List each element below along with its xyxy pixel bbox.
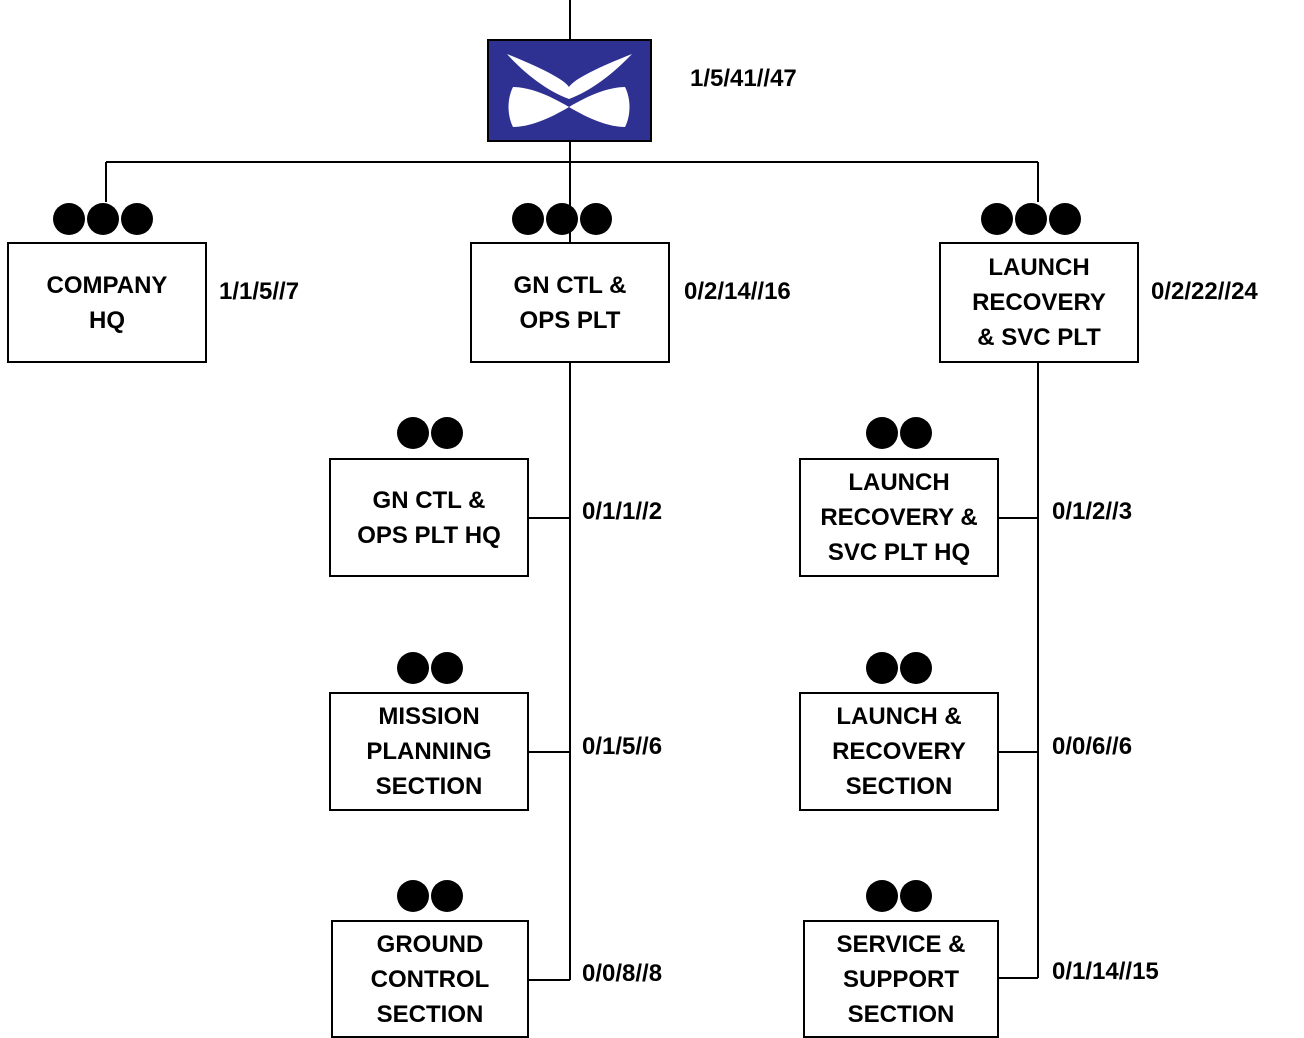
echelon-dot <box>431 652 463 684</box>
unit-label: GN CTL & OPS PLT HQ <box>357 486 501 549</box>
echelon-dot <box>431 417 463 449</box>
echelon-dot <box>546 203 578 235</box>
section-echelon-icon <box>397 417 463 449</box>
unit-label: SERVICE & SUPPORT SECTION <box>836 930 966 1028</box>
echelon-dot <box>900 880 932 912</box>
unit-label: GROUND CONTROL SECTION <box>370 930 490 1028</box>
launch-recovery-section-strength: 0/0/6//6 <box>1052 733 1133 760</box>
gn-ctl-ops-plt-strength: 0/2/14//16 <box>684 278 791 305</box>
unit-label: COMPANY HQ <box>46 271 168 334</box>
echelon-dot <box>397 417 429 449</box>
section-echelon-icon <box>397 880 463 912</box>
company-strength: 1/5/41//47 <box>690 65 797 92</box>
ground-control-section-strength: 0/0/8//8 <box>582 960 663 987</box>
platoon-echelon-icon <box>512 203 612 235</box>
echelon-dot <box>121 203 153 235</box>
service-support-section-strength: 0/1/14//15 <box>1052 958 1159 985</box>
section-echelon-icon <box>397 652 463 684</box>
echelon-dot <box>866 880 898 912</box>
echelon-dot <box>900 652 932 684</box>
echelon-dot <box>866 652 898 684</box>
mission-planning-section-strength: 0/1/5//6 <box>582 733 663 760</box>
launch-recovery-section-box: LAUNCH & RECOVERY SECTION <box>799 692 999 811</box>
echelon-dot <box>900 417 932 449</box>
echelon-dot <box>397 880 429 912</box>
company-unit-symbol <box>487 39 652 142</box>
echelon-dot <box>580 203 612 235</box>
launch-recovery-svc-plt-strength: 0/2/22//24 <box>1151 278 1258 305</box>
platoon-echelon-icon <box>981 203 1081 235</box>
echelon-dot <box>1015 203 1047 235</box>
echelon-dot <box>431 880 463 912</box>
unit-label: LAUNCH RECOVERY & SVC PLT HQ <box>820 469 978 566</box>
echelon-dot <box>866 417 898 449</box>
echelon-dot <box>981 203 1013 235</box>
platoon-echelon-icon <box>53 203 153 235</box>
unit-label: MISSION PLANNING SECTION <box>366 703 492 800</box>
ground-control-section-box: GROUND CONTROL SECTION <box>331 920 529 1038</box>
launch-recovery-svc-plt-hq-box: LAUNCH RECOVERY & SVC PLT HQ <box>799 458 999 577</box>
mission-planning-section-box: MISSION PLANNING SECTION <box>329 692 529 811</box>
echelon-dot <box>53 203 85 235</box>
gn-ctl-ops-plt-box: GN CTL & OPS PLT <box>470 242 670 363</box>
gn-ctl-ops-plt-hq-strength: 0/1/1//2 <box>582 498 663 525</box>
echelon-dot <box>1049 203 1081 235</box>
unmanned-aircraft-icon <box>507 54 632 127</box>
launch-recovery-svc-plt-box: LAUNCH RECOVERY & SVC PLT <box>939 242 1139 363</box>
unit-label: GN CTL & OPS PLT <box>513 271 627 334</box>
echelon-dot <box>512 203 544 235</box>
section-echelon-icon <box>866 652 932 684</box>
unit-label: LAUNCH & RECOVERY SECTION <box>832 703 966 800</box>
launch-recovery-svc-plt-hq-strength: 0/1/2//3 <box>1052 498 1133 525</box>
section-echelon-icon <box>866 417 932 449</box>
service-support-section-box: SERVICE & SUPPORT SECTION <box>803 920 999 1038</box>
company-hq-box: COMPANY HQ <box>7 242 207 363</box>
echelon-dot <box>87 203 119 235</box>
echelon-dot <box>397 652 429 684</box>
company-hq-strength: 1/1/5//7 <box>219 278 300 305</box>
gn-ctl-ops-plt-hq-box: GN CTL & OPS PLT HQ <box>329 458 529 577</box>
unit-label: LAUNCH RECOVERY & SVC PLT <box>972 254 1106 351</box>
section-echelon-icon <box>866 880 932 912</box>
